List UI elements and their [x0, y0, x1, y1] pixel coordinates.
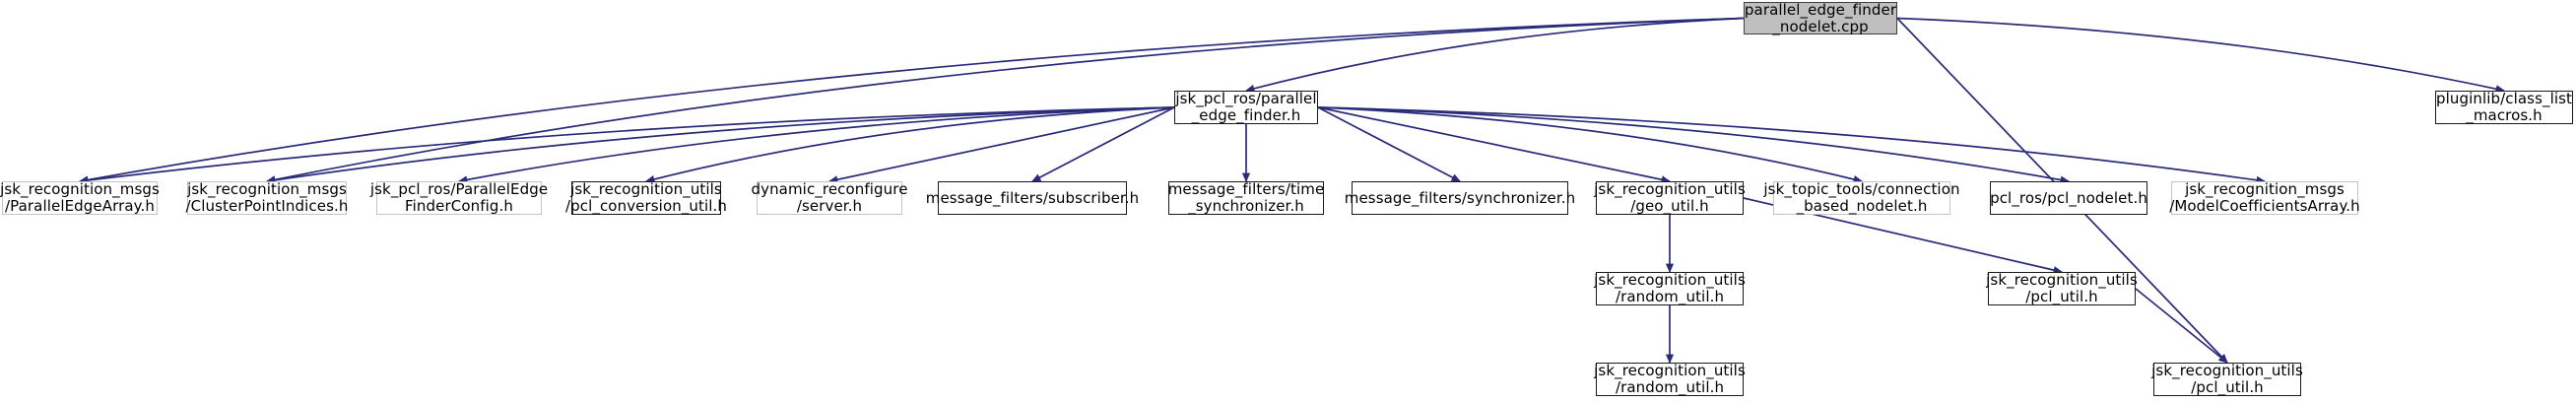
graph-node-root[interactable]: parallel_edge_finder _nodelet.cpp — [1744, 0, 1897, 35]
graph-node-pef_h[interactable]: jsk_pcl_ros/parallel _edge_finder.h — [1174, 90, 1318, 124]
graph-edge-pef_h-to-geo_util — [1317, 106, 1671, 184]
graph-node-mf_sync[interactable]: message_filters/synchronizer.h — [1345, 181, 1575, 215]
graph-node-pef_config[interactable]: jsk_pcl_ros/ParallelEdge FinderConfig.h — [369, 180, 549, 215]
graph-edge-pef_h-to-cluster_pt — [266, 106, 1175, 184]
graph-node-pluginlib[interactable]: pluginlib/class_list _macros.h — [2435, 90, 2573, 124]
graph-edge-root-to-pef_h — [1245, 17, 1745, 93]
graph-node-pcl_conv[interactable]: jsk_recognition_utils /pcl_conversion_ut… — [564, 180, 728, 215]
graph-edge-pef_h-to-model_coeff — [1317, 106, 2266, 184]
graph-edge-pef_h-to-pcl_nodelet — [1317, 106, 2070, 184]
graph-edge-root-to-parallel_edge — [79, 17, 1745, 184]
graph-node-pcl_util_1[interactable]: jsk_recognition_utils /pcl_util.h — [1986, 271, 2138, 305]
graph-edge-pef_h-to-dynrecfg — [828, 106, 1175, 184]
graph-edge-pef_h-to-conn_nodelet — [1317, 106, 1863, 183]
graph-node-cluster_pt[interactable]: jsk_recognition_msgs /ClusterPointIndice… — [185, 180, 349, 215]
graph-node-geo_util[interactable]: jsk_recognition_utils /geo_util.h — [1594, 180, 1746, 215]
graph-node-model_coeff[interactable]: jsk_recognition_msgs /ModelCoefficientsA… — [2169, 180, 2360, 215]
graph-edge-pef_h-to-mf_sync — [1317, 106, 1461, 182]
graph-node-random_util_1[interactable]: jsk_recognition_utils /random_util.h — [1594, 271, 1746, 305]
graph-edge-pcl_util_1-to-pcl_util_2 — [2135, 288, 2228, 364]
graph-node-mf_sub[interactable]: message_filters/subscriber.h — [926, 181, 1139, 215]
graph-node-mf_timesync[interactable]: message_filters/time _synchronizer.h — [1167, 180, 1325, 215]
graph-node-parallel_edge[interactable]: jsk_recognition_msgs /ParallelEdgeArray.… — [0, 180, 160, 215]
graph-edge-root-to-pluginlib — [1896, 17, 2505, 94]
graph-edge-root-to-cluster_pt — [266, 17, 1745, 184]
graph-edge-pef_h-to-pef_config — [458, 106, 1175, 184]
graph-node-dynrecfg[interactable]: dynamic_reconfigure /server.h — [751, 180, 908, 215]
graph-edge-pef_h-to-mf_sub — [1031, 106, 1175, 182]
graph-node-random_util_2[interactable]: jsk_recognition_utils /random_util.h — [1594, 362, 1746, 396]
graph-edge-pef_h-to-parallel_edge — [79, 106, 1175, 185]
graph-node-conn_nodelet[interactable]: jsk_topic_tools/connection _based_nodele… — [1763, 180, 1960, 215]
graph-node-pcl_nodelet[interactable]: pcl_ros/pcl_nodelet.h — [1990, 181, 2147, 215]
graph-edge-pef_h-to-pcl_conv — [645, 106, 1175, 183]
graph-node-pcl_util_2[interactable]: jsk_recognition_utils /pcl_util.h — [2151, 362, 2303, 396]
